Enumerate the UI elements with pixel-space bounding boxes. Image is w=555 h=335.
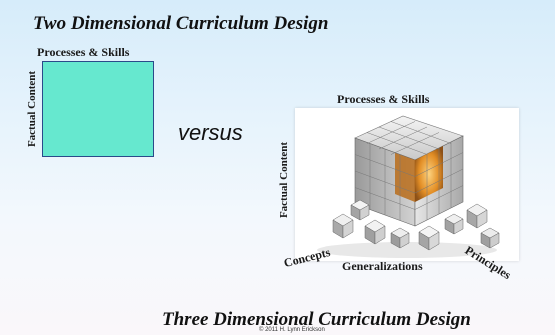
cube-illustration xyxy=(317,115,500,258)
right-side-label: Factual Content xyxy=(278,141,290,219)
right-top-label: Processes & Skills xyxy=(337,92,430,106)
bottom-title: Three Dimensional Curriculum Design xyxy=(162,309,471,330)
left-side-label: Factual Content xyxy=(26,70,38,148)
versus-text: versus xyxy=(178,120,243,145)
copyright-text: © 2011 H. Lynn Erickson xyxy=(259,327,325,333)
top-title: Two Dimensional Curriculum Design xyxy=(33,13,329,34)
two-dimensional-square xyxy=(42,61,154,157)
generalizations-label: Generalizations xyxy=(342,259,423,273)
cube-image xyxy=(295,108,519,261)
left-top-label: Processes & Skills xyxy=(37,45,130,59)
